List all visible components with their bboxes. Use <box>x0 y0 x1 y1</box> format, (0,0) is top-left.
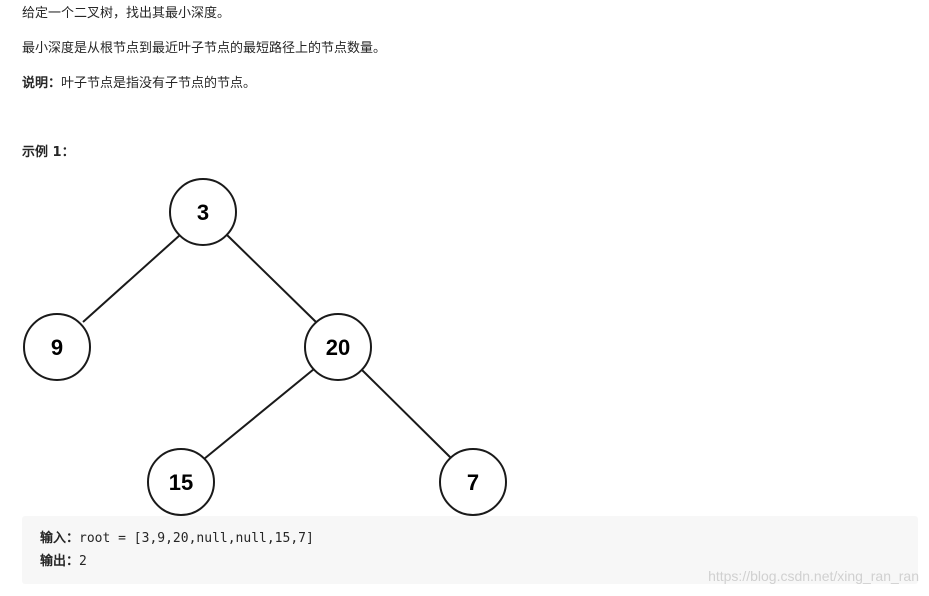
watermark: https://blog.csdn.net/xing_ran_ran <box>708 568 919 584</box>
binary-tree-diagram: 3 9 20 15 7 <box>23 178 507 516</box>
tree-node-9: 9 <box>23 313 91 381</box>
note-label: 说明： <box>22 76 62 91</box>
note: 说明：叶子节点是指没有子节点的节点。 <box>22 75 256 93</box>
example-heading: 示例 1： <box>22 145 75 160</box>
tree-node-20-label: 20 <box>326 335 350 360</box>
output-label: 输出： <box>40 554 80 569</box>
tree-node-7: 7 <box>439 448 507 516</box>
tree-node-3: 3 <box>169 178 237 246</box>
tree-node-20: 20 <box>304 313 372 381</box>
edge-3-20 <box>226 234 317 323</box>
input-value: root = [3,9,20,null,null,15,7] <box>79 531 314 546</box>
edge-3-9 <box>82 234 181 323</box>
edge-20-7 <box>360 368 453 460</box>
tree-node-7-label: 7 <box>467 470 479 495</box>
tree-node-3-label: 3 <box>197 200 209 225</box>
tree-node-15: 15 <box>147 448 215 516</box>
edge-20-15 <box>203 368 315 460</box>
output-value: 2 <box>79 554 87 569</box>
output-line: 输出：2 <box>40 553 87 571</box>
example-code-block: 输入：root = [3,9,20,null,null,15,7] 输出：2 <box>22 516 918 584</box>
input-label: 输入： <box>40 531 80 546</box>
tree-node-15-label: 15 <box>169 470 193 495</box>
note-text: 叶子节点是指没有子节点的节点。 <box>61 76 257 91</box>
problem-statement: 给定一个二叉树，找出其最小深度。 <box>22 6 231 21</box>
input-line: 输入：root = [3,9,20,null,null,15,7] <box>40 530 314 548</box>
min-depth-definition: 最小深度是从根节点到最近叶子节点的最短路径上的节点数量。 <box>22 41 387 56</box>
tree-node-9-label: 9 <box>51 335 63 360</box>
